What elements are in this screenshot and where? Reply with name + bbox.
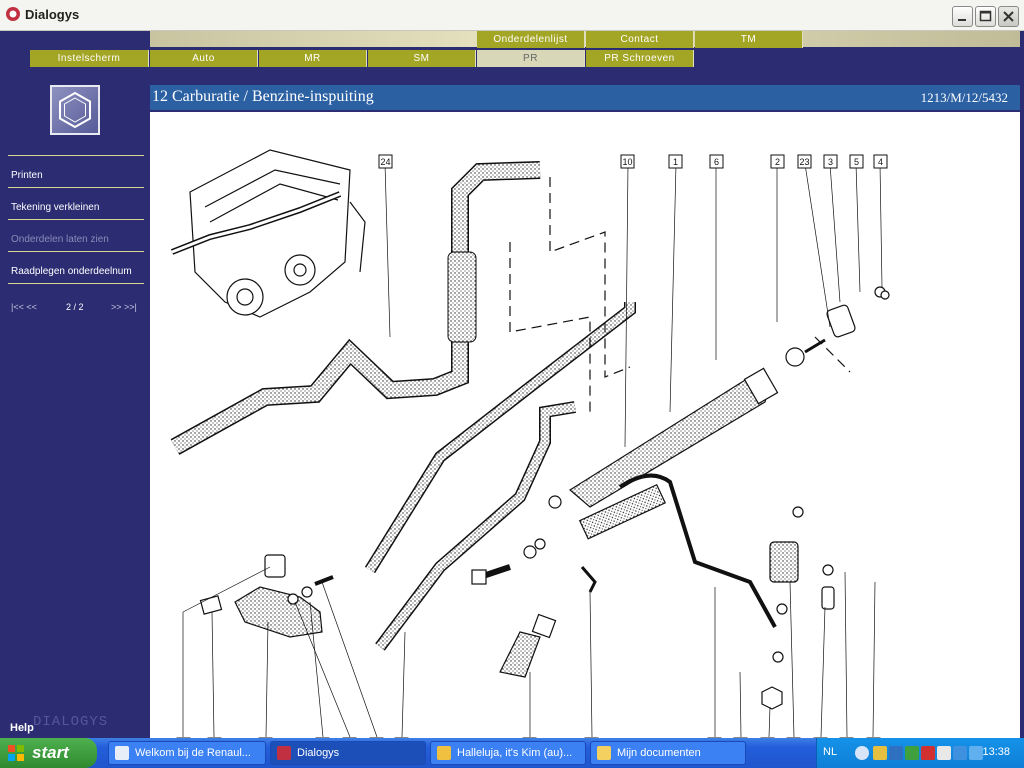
callout-2[interactable]: 2 <box>770 154 785 169</box>
minimize-icon <box>958 19 966 21</box>
fuel-rail <box>471 286 890 585</box>
folder-icon <box>597 746 611 760</box>
tray-app-icon[interactable] <box>873 746 887 760</box>
language-indicator[interactable]: NL <box>823 746 838 758</box>
sidebar-divider <box>8 219 144 220</box>
task-renault[interactable]: Welkom bij de Renaul... <box>108 741 266 765</box>
section-header: 12 Carburatie / Benzine-inspuiting 1213/… <box>150 85 1020 110</box>
part-code: 1213/M/12/5432 <box>920 90 1008 105</box>
bolt-logo <box>50 85 100 135</box>
taskbar: start Welkom bij de Renaul... Dialogys H… <box>0 738 1024 768</box>
minimize-button[interactable] <box>952 6 973 27</box>
assembly-guides <box>509 177 851 412</box>
callout-5-text: 5 <box>854 157 859 167</box>
pager-page-indicator: 2 / 2 <box>66 302 84 312</box>
callout-6[interactable]: 6 <box>709 154 724 169</box>
tray-app-icon[interactable] <box>905 746 919 760</box>
hex-nut-icon <box>59 91 91 129</box>
fuel-hoses <box>170 161 636 651</box>
tray-app-icon[interactable] <box>937 746 951 760</box>
start-button[interactable]: start <box>0 738 97 768</box>
callout-4[interactable]: 4 <box>873 154 888 169</box>
mount-bracket <box>199 554 334 638</box>
sidebar-divider <box>8 251 144 252</box>
nav-auto[interactable]: Auto <box>150 50 258 67</box>
start-label: start <box>32 743 69 762</box>
sidebar-divider <box>8 187 144 188</box>
task-kim[interactable]: Halleluja, it's Kim (au)... <box>430 741 586 765</box>
nav-tm[interactable]: TM <box>695 31 803 48</box>
exploded-view-svg: 24 10 1 6 2 23 3 5 4 19 20 18 21 14 22 9… <box>170 149 890 738</box>
nav-contact[interactable]: Contact <box>586 31 694 48</box>
task-dialogys[interactable]: Dialogys <box>270 741 426 765</box>
nav-pr[interactable]: PR <box>477 50 585 67</box>
task-label: Halleluja, it's Kim (au)... <box>457 747 573 759</box>
callout-3-text: 3 <box>828 157 833 167</box>
callout-2-text: 2 <box>775 157 780 167</box>
callout-23-text: 23 <box>799 157 809 167</box>
pager-first-prev[interactable]: |<< << <box>11 302 37 312</box>
callout-5[interactable]: 5 <box>849 154 864 169</box>
tray-app-icon[interactable] <box>921 746 935 760</box>
sidebar-divider <box>8 283 144 284</box>
system-tray: NL 13:38 <box>816 738 1024 768</box>
close-button[interactable] <box>998 6 1019 27</box>
callout-3[interactable]: 3 <box>823 154 838 169</box>
task-label: Dialogys <box>297 747 340 759</box>
maximize-icon <box>979 10 992 22</box>
nav-pr-schroeven[interactable]: PR Schroeven <box>586 50 694 67</box>
callout-labels-top: 24 10 1 6 2 23 3 5 4 <box>378 154 888 169</box>
sidebar-item-printen[interactable]: Printen <box>11 170 43 181</box>
nav-onderdelenlijst[interactable]: Onderdelenlijst <box>477 31 585 48</box>
callout-23[interactable]: 23 <box>797 154 812 169</box>
engine-illustration <box>170 149 366 318</box>
tray-network-icon[interactable] <box>889 746 903 760</box>
callout-24[interactable]: 24 <box>378 154 393 169</box>
sidebar: Printen Tekening verkleinen Onderdelen l… <box>0 81 150 738</box>
window-title: Dialogys <box>25 7 80 22</box>
nav-instelscherm[interactable]: Instelscherm <box>30 50 149 67</box>
callout-24-text: 24 <box>380 157 390 167</box>
sidebar-item-raadplegen-onderdeelnum[interactable]: Raadplegen onderdeelnum <box>11 266 132 277</box>
callout-10-text: 10 <box>622 157 632 167</box>
leader-lines <box>182 163 883 738</box>
callout-1[interactable]: 1 <box>668 154 683 169</box>
top-banner <box>150 31 1020 47</box>
callout-6-text: 6 <box>714 157 719 167</box>
tray-messenger-icon[interactable] <box>953 746 967 760</box>
pager-next-last[interactable]: >> >>| <box>111 302 137 312</box>
task-label: Mijn documenten <box>617 747 701 759</box>
injector-regulator <box>499 473 835 710</box>
brand-watermark: DIALOGYS <box>33 714 109 730</box>
dialogys-icon <box>277 746 291 760</box>
parts-diagram: 24 10 1 6 2 23 3 5 4 19 20 18 21 14 22 9… <box>150 112 1020 738</box>
clock: 13:38 <box>982 746 1010 758</box>
sidebar-item-tekening-verkleinen[interactable]: Tekening verkleinen <box>11 202 100 213</box>
callout-10[interactable]: 10 <box>620 154 635 169</box>
nav-mr[interactable]: MR <box>259 50 367 67</box>
title-bar: Dialogys <box>0 0 1024 31</box>
tray-expand-icon[interactable] <box>855 746 869 760</box>
dialogys-app-icon <box>6 7 20 21</box>
tray-volume-icon[interactable] <box>969 746 983 760</box>
close-icon <box>1003 11 1014 22</box>
browser-icon <box>115 746 129 760</box>
maximize-button[interactable] <box>975 6 996 27</box>
section-title: 12 Carburatie / Benzine-inspuiting <box>152 88 374 105</box>
callout-4-text: 4 <box>878 157 883 167</box>
app-frame: Onderdelenlijst Contact TM Instelscherm … <box>0 31 1024 738</box>
windows-flag-icon <box>8 745 24 761</box>
nav-sm[interactable]: SM <box>368 50 476 67</box>
media-icon <box>437 746 451 760</box>
task-label: Welkom bij de Renaul... <box>135 747 251 759</box>
sidebar-item-onderdelen-laten-zien: Onderdelen laten zien <box>11 234 109 245</box>
help-link[interactable]: Help <box>10 722 34 734</box>
sidebar-divider <box>8 155 144 156</box>
task-mijn-documenten[interactable]: Mijn documenten <box>590 741 746 765</box>
callout-1-text: 1 <box>673 157 678 167</box>
